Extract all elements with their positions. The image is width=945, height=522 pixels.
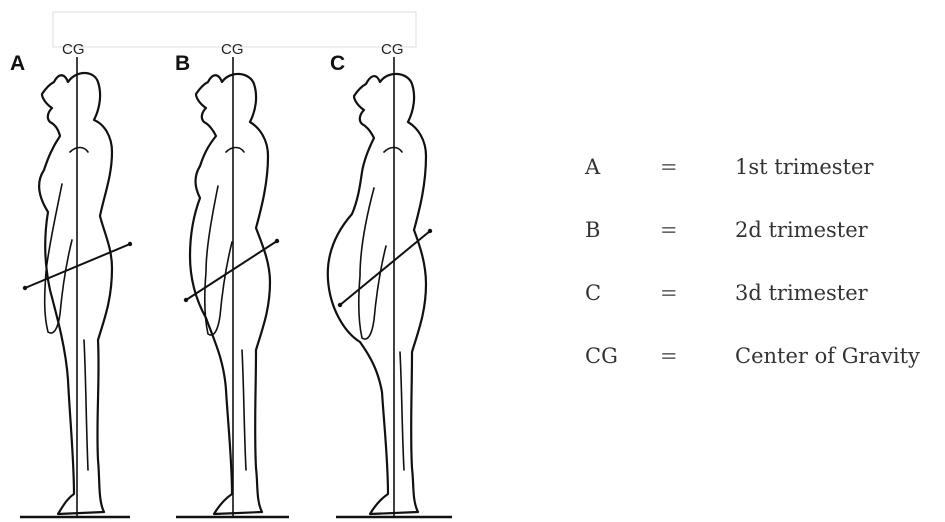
panel-b: B CG: [175, 41, 289, 518]
legend-equals: =: [660, 281, 678, 305]
legend-value: 3d trimester: [735, 281, 868, 305]
panel-a-cg-label: CG: [62, 41, 85, 58]
panel-b-label: B: [175, 52, 190, 75]
panel-a-tilt-end-front: [23, 286, 27, 290]
panel-a-body-outline: [39, 73, 112, 514]
legend-row-cg: CG = Center of Gravity: [585, 344, 940, 407]
legend-equals: =: [660, 344, 678, 368]
legend-value: 2d trimester: [735, 218, 868, 242]
panel-c-tilt-end-front: [338, 303, 342, 307]
panel-b-arm: [205, 186, 232, 335]
legend-row-b: B = 2d trimester: [585, 218, 940, 281]
legend-key: CG: [585, 344, 618, 368]
legend-value: 1st trimester: [735, 155, 873, 179]
panel-b-cg-label: CG: [221, 41, 244, 58]
panel-a-arm: [45, 184, 72, 333]
panel-c-pelvic-tilt-line: [340, 231, 430, 305]
legend: A = 1st trimester B = 2d trimester C = 3…: [585, 155, 940, 407]
panel-a-label: A: [10, 52, 25, 75]
panel-c: C CG: [328, 41, 452, 518]
panel-a-shoulder: [70, 148, 88, 153]
legend-key: B: [585, 218, 600, 242]
legend-row-a: A = 1st trimester: [585, 155, 940, 218]
panel-b-leg-divide: [242, 350, 246, 470]
legend-equals: =: [660, 155, 678, 179]
panel-c-cg-label: CG: [381, 41, 404, 58]
legend-value: Center of Gravity: [735, 344, 920, 368]
panel-b-tilt-end-front: [184, 298, 188, 302]
legend-row-c: C = 3d trimester: [585, 281, 940, 344]
panel-c-shoulder: [384, 148, 402, 153]
figure-svg: A CG B CG C: [0, 0, 560, 522]
panel-b-shoulder: [226, 148, 244, 153]
panel-c-tilt-end-back: [428, 229, 432, 233]
panel-a-tilt-end-back: [128, 242, 132, 246]
panel-c-label: C: [330, 52, 345, 75]
panel-a-leg-divide: [84, 340, 88, 470]
panel-a: A CG: [10, 41, 132, 518]
legend-key: A: [585, 155, 600, 179]
panel-b-body-outline: [190, 74, 270, 514]
legend-key: C: [585, 281, 601, 305]
panel-c-arm: [359, 188, 386, 339]
legend-equals: =: [660, 218, 678, 242]
panel-c-leg-divide: [400, 352, 404, 470]
panel-b-tilt-end-back: [275, 239, 279, 243]
pregnancy-posture-figure: A CG B CG C: [0, 0, 560, 522]
